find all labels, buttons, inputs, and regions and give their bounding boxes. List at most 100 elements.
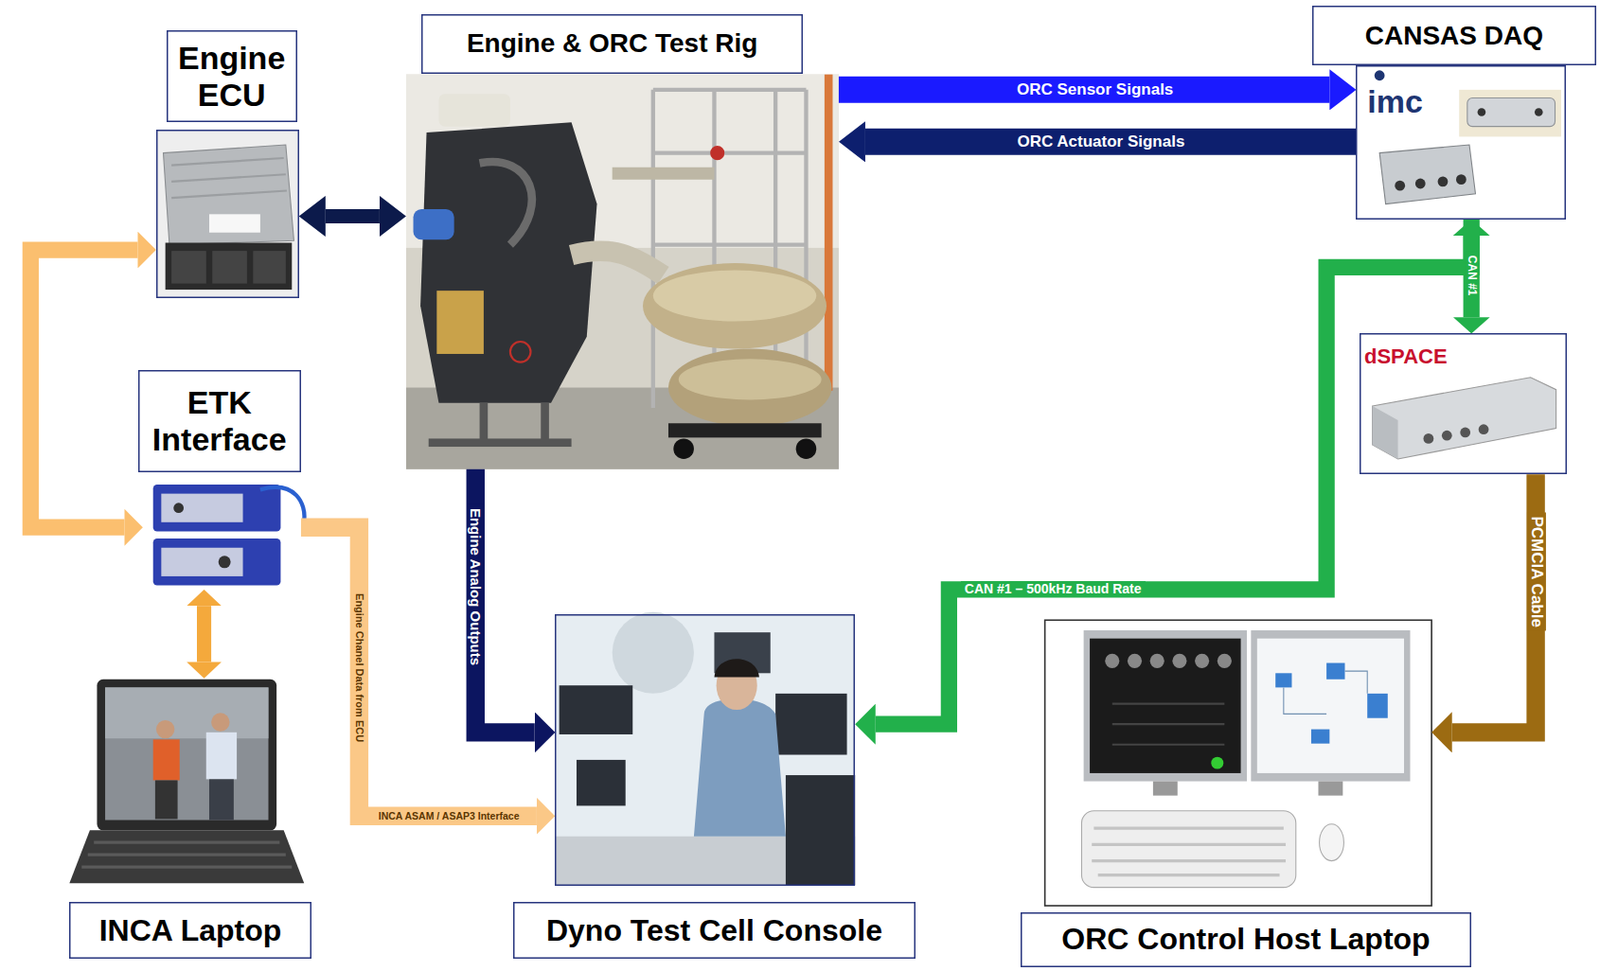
console-photo [554, 612, 855, 887]
connector [325, 209, 380, 224]
host-photo [1317, 782, 1343, 797]
laptop-photo [156, 720, 175, 739]
test-rig-photo [406, 74, 839, 470]
connector [475, 469, 534, 733]
device-panel: Engine & ORC Test Rig [406, 74, 839, 470]
ecu-photo [171, 174, 286, 182]
heading-box: Engine ECU [166, 30, 298, 123]
test-rig-photo [653, 270, 817, 322]
heading-box: INCA Laptop [69, 902, 311, 960]
etk-photo [260, 487, 305, 521]
daq-photo [1374, 70, 1386, 81]
laptop-photo [81, 842, 292, 868]
ecu-photo [165, 243, 293, 291]
etk-photo [153, 484, 305, 587]
laptop-photo [96, 679, 277, 832]
host-photo [1210, 757, 1224, 770]
laptop-photo [69, 679, 304, 885]
host-photo [1150, 654, 1165, 669]
console-photo [576, 760, 626, 806]
daq-photo [1438, 176, 1449, 187]
laptop-photo [209, 779, 234, 820]
node-title: Engine ECU [173, 39, 291, 114]
test-rig-photo [406, 74, 839, 470]
test-rig-photo [420, 122, 597, 403]
host-photo [1045, 620, 1432, 907]
test-rig-photo [710, 145, 725, 160]
console-photo [612, 612, 694, 694]
ecu-photo [156, 129, 300, 299]
test-rig-photo [480, 161, 533, 246]
console-photo [559, 685, 634, 735]
host-photo [1127, 654, 1142, 669]
host-photo [1081, 811, 1296, 889]
daq-photo [1456, 174, 1467, 185]
logo-text: dSPACE [1364, 344, 1448, 369]
test-rig-photo [438, 93, 510, 126]
brand-logo: imc [1367, 83, 1423, 121]
signal-label: ORC Sensor Signals [1013, 80, 1177, 100]
ecu-photo [156, 129, 300, 299]
daq-photo [1467, 97, 1556, 126]
host-photo [1084, 630, 1247, 783]
daq-photo [1394, 180, 1405, 192]
host-photo [1091, 828, 1286, 876]
host-photo [1275, 673, 1292, 688]
connector [30, 249, 138, 528]
test-rig-photo [612, 167, 715, 180]
etk-photo [160, 548, 243, 577]
host-photo [1311, 729, 1330, 745]
host-photo [1089, 639, 1242, 774]
test-rig-photo [436, 290, 484, 355]
connector [1452, 474, 1536, 733]
signal-label: Engine Chanel Data from ECU [353, 590, 366, 747]
device-panel: Dyno Test Cell Console [554, 614, 855, 887]
node-title: CANSAS DAQ [1365, 20, 1544, 52]
etk-photo [218, 555, 232, 569]
laptop-photo [206, 732, 237, 781]
connector [301, 527, 537, 817]
host-photo [1104, 654, 1120, 669]
test-rig-photo [668, 423, 822, 438]
test-rig-photo [642, 263, 827, 350]
console-photo [554, 614, 855, 887]
laptop-photo [153, 739, 180, 781]
dspace-photo [1372, 406, 1399, 460]
laptop-photo [211, 712, 230, 731]
device-panel: INCA Laptop [69, 678, 304, 889]
dspace-photo [1359, 333, 1568, 475]
dspace-photo [1478, 424, 1490, 435]
ecu-photo [162, 144, 294, 246]
host-photo [1172, 654, 1187, 669]
host-photo [1319, 824, 1345, 862]
test-rig-photo [668, 349, 832, 427]
test-rig-photo [428, 438, 572, 447]
host-photo [1194, 654, 1209, 669]
laptop-photo [155, 780, 178, 819]
laptop-photo [69, 830, 304, 884]
host-photo [1153, 782, 1178, 797]
ecu-photo [171, 250, 207, 284]
connector [838, 76, 1330, 104]
ecu-photo [171, 158, 285, 166]
daq-photo [1458, 89, 1562, 138]
host-photo [1045, 620, 1432, 907]
test-rig-photo [571, 250, 664, 276]
logo-text: imc [1367, 83, 1423, 121]
heading-box: CANSAS DAQ [1312, 5, 1597, 66]
console-photo [785, 775, 855, 886]
ecu-photo [212, 250, 248, 284]
daq-photo [1415, 178, 1426, 190]
daq-photo [1355, 65, 1566, 220]
device-panel: CANSAS DAQimc [1355, 65, 1566, 220]
test-rig-photo [678, 358, 822, 400]
ecu-photo [252, 250, 285, 284]
dspace-photo [1459, 427, 1471, 439]
node-title: ORC Control Host Laptop [1061, 922, 1430, 958]
connector [865, 128, 1356, 156]
test-rig-photo [413, 209, 455, 240]
